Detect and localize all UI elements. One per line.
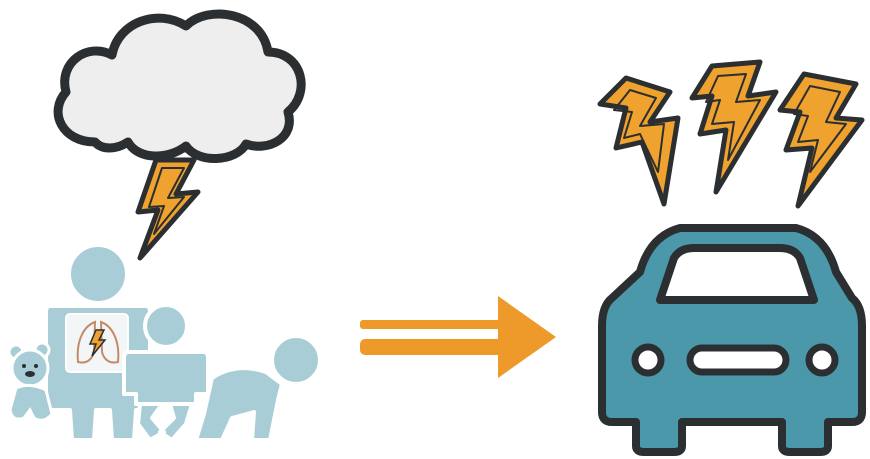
baby-figure	[196, 336, 320, 440]
adult-figure	[46, 245, 150, 440]
arrow-head	[498, 296, 556, 378]
storm-cloud-icon	[58, 14, 301, 159]
double-line-arrow-icon	[360, 296, 556, 378]
lightning-bolt-icon	[600, 78, 678, 204]
car-windshield	[660, 248, 814, 300]
arrow-line-bottom	[360, 339, 510, 355]
car-bolts	[600, 62, 862, 206]
arrow-line-top	[360, 320, 510, 329]
car-grille	[690, 348, 786, 372]
child-legs	[138, 404, 192, 440]
family-icon	[9, 245, 320, 440]
car-icon	[602, 228, 862, 452]
cloud-bolt	[138, 160, 198, 258]
lightning-bolt-icon	[138, 160, 198, 258]
child-body	[124, 352, 208, 404]
car-headlight-right	[809, 347, 835, 373]
cloud-shape	[58, 14, 301, 159]
car-headlight-left	[635, 347, 661, 373]
lightning-bolt-icon	[780, 74, 862, 206]
lightning-bolt-icon	[692, 62, 776, 192]
